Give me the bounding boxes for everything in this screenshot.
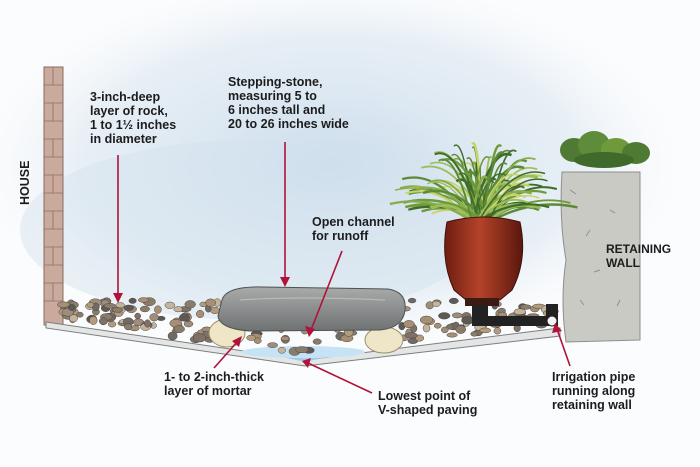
pebble [103,303,116,309]
pebble [404,332,418,339]
irrigation-pipe-label: Irrigation pipe running along retaining … [552,370,636,412]
house-wall [43,66,64,326]
pot-base [465,298,499,306]
pebble [173,325,185,333]
lowest-point-label: Lowest point of V-shaped paving [378,389,478,417]
house-label: HOUSE [18,160,32,205]
pebble [164,301,176,309]
pebble [167,331,178,341]
pebble [149,313,159,322]
pebble [277,347,286,354]
pebble [455,325,466,334]
pebble [419,315,434,325]
pebble [111,307,124,313]
pebble [209,306,220,314]
grass-blade [438,158,474,223]
pebble [431,300,441,307]
pebble [493,327,502,335]
pebble [407,297,417,304]
rock-layer-label: 3-inch-deep layer of rock, 1 to 1½ inche… [90,90,177,146]
mortar-label: 1- to 2-inch-thick layer of mortar [164,370,265,398]
retaining-wall-label: RETAINING WALL [606,242,672,270]
pebble [138,297,149,303]
irrigation-pipe [472,304,558,327]
plant-pot [444,216,524,301]
pebble [179,313,190,322]
pebble [98,317,108,325]
pebble [123,304,134,311]
pebble [139,305,150,313]
grass-blade [434,152,481,223]
pebble [448,297,459,304]
stepping-stone [217,286,406,332]
pebble [441,326,449,334]
pebble [519,304,532,310]
pebble [196,310,205,318]
pebble [205,298,216,307]
pebble [108,321,117,328]
pointers [113,142,571,394]
pebble [470,331,479,337]
pebble [67,303,76,311]
pebble [134,312,141,320]
mortar-pad-right [364,326,404,354]
pebble [446,332,458,338]
pebble [128,297,137,304]
pebble [312,338,322,345]
pebble [253,337,262,344]
shrub [560,131,650,168]
pebble [193,333,207,343]
pebble [295,346,309,354]
pebble [451,312,463,319]
pebble [438,312,451,320]
pebble [246,334,257,341]
pebble [433,322,442,329]
grass-blade [488,185,525,223]
grass-blade [477,171,546,223]
pebble [144,319,151,328]
pebble [76,311,84,318]
pebble [267,342,278,348]
pebble [513,308,526,315]
grass-blade [389,200,475,223]
pebble [479,327,492,334]
stepping-stone-label: Stepping-stone, measuring 5 to 6 inches … [228,75,349,131]
pebble [115,302,125,309]
open-channel-label: Open channel for runoff [312,215,395,243]
sky-wash-2 [20,140,480,320]
pebble [154,305,162,314]
pebble [173,306,183,313]
pebble [124,323,133,331]
pebble [86,302,95,308]
pebble [422,324,431,333]
pebble [403,320,415,329]
pebble [280,335,290,342]
pebble [69,314,78,323]
pebble [89,316,98,325]
pebble [184,300,196,309]
